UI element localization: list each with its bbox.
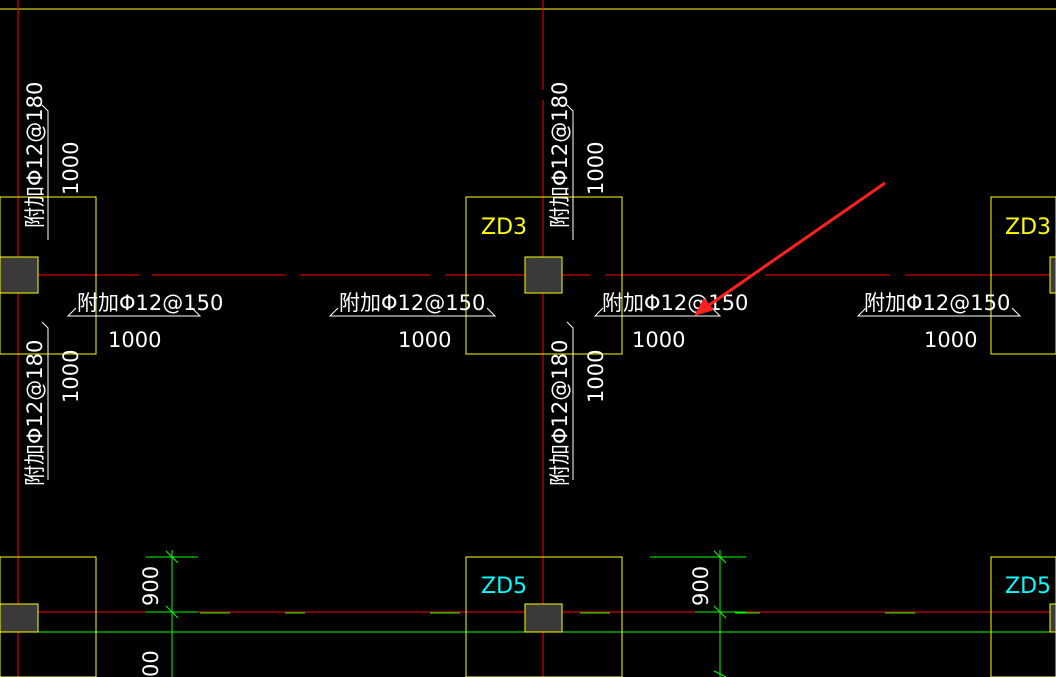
column-core xyxy=(1049,603,1056,633)
rebar-length-label: 1000 xyxy=(59,142,83,195)
rebar-annotation-vertical: 附加Φ12@180 xyxy=(548,82,572,228)
rebar-length-label: 1000 xyxy=(924,328,977,352)
rebar-leader-line xyxy=(566,321,574,480)
column-core xyxy=(524,256,563,294)
dimension-tick xyxy=(713,550,727,564)
rebar-leader-line xyxy=(41,321,49,480)
rebar-annotation-horizontal: 附加Φ12@150 xyxy=(339,291,485,315)
rebar-annotation-vertical: 附加Φ12@180 xyxy=(23,82,47,228)
pointer-arrow-head-icon xyxy=(694,298,714,316)
dimension-tick xyxy=(713,670,727,677)
column-core xyxy=(0,603,39,633)
column-core xyxy=(1049,256,1056,294)
rebar-length-label: 1000 xyxy=(584,142,608,195)
rebar-annotation-vertical: 附加Φ12@180 xyxy=(548,340,572,486)
column-label-zd5: ZD5 xyxy=(481,574,527,599)
column-label-zd3: ZD3 xyxy=(1005,215,1051,240)
column-label-zd3: ZD3 xyxy=(481,215,527,240)
rebar-length-label: 1000 xyxy=(108,328,161,352)
column-outline xyxy=(465,556,623,677)
rebar-leader-line xyxy=(41,104,49,240)
rebar-length-label: 1000 xyxy=(632,328,685,352)
rebar-leader-line xyxy=(66,307,202,317)
rebar-annotation-horizontal: 附加Φ12@150 xyxy=(864,291,1010,315)
pointer-arrow-icon xyxy=(701,181,886,312)
rebar-length-label: 1000 xyxy=(59,350,83,403)
rebar-length-label: 1000 xyxy=(584,350,608,403)
dimension-label: 900 xyxy=(689,566,713,606)
column-core xyxy=(0,256,39,294)
column-outline xyxy=(0,556,97,677)
dimension-tick xyxy=(165,605,179,619)
column-core xyxy=(524,603,563,633)
column-outline xyxy=(990,556,1056,677)
dimension-tick xyxy=(165,550,179,564)
rebar-annotation-horizontal: 附加Φ12@150 xyxy=(77,291,223,315)
rebar-leader-line xyxy=(328,307,497,317)
rebar-leader-line xyxy=(856,307,1022,317)
rebar-annotation-vertical: 附加Φ12@180 xyxy=(23,340,47,486)
rebar-leader-line xyxy=(593,307,722,317)
rebar-length-label: 1000 xyxy=(398,328,451,352)
column-outline xyxy=(465,196,623,355)
column-outline xyxy=(990,196,1056,355)
rebar-leader-line xyxy=(566,104,574,240)
column-label-zd5: ZD5 xyxy=(1005,574,1051,599)
dimension-label: 00 xyxy=(139,650,163,677)
dimension-label: 900 xyxy=(139,566,163,606)
dimension-tick xyxy=(713,605,727,619)
